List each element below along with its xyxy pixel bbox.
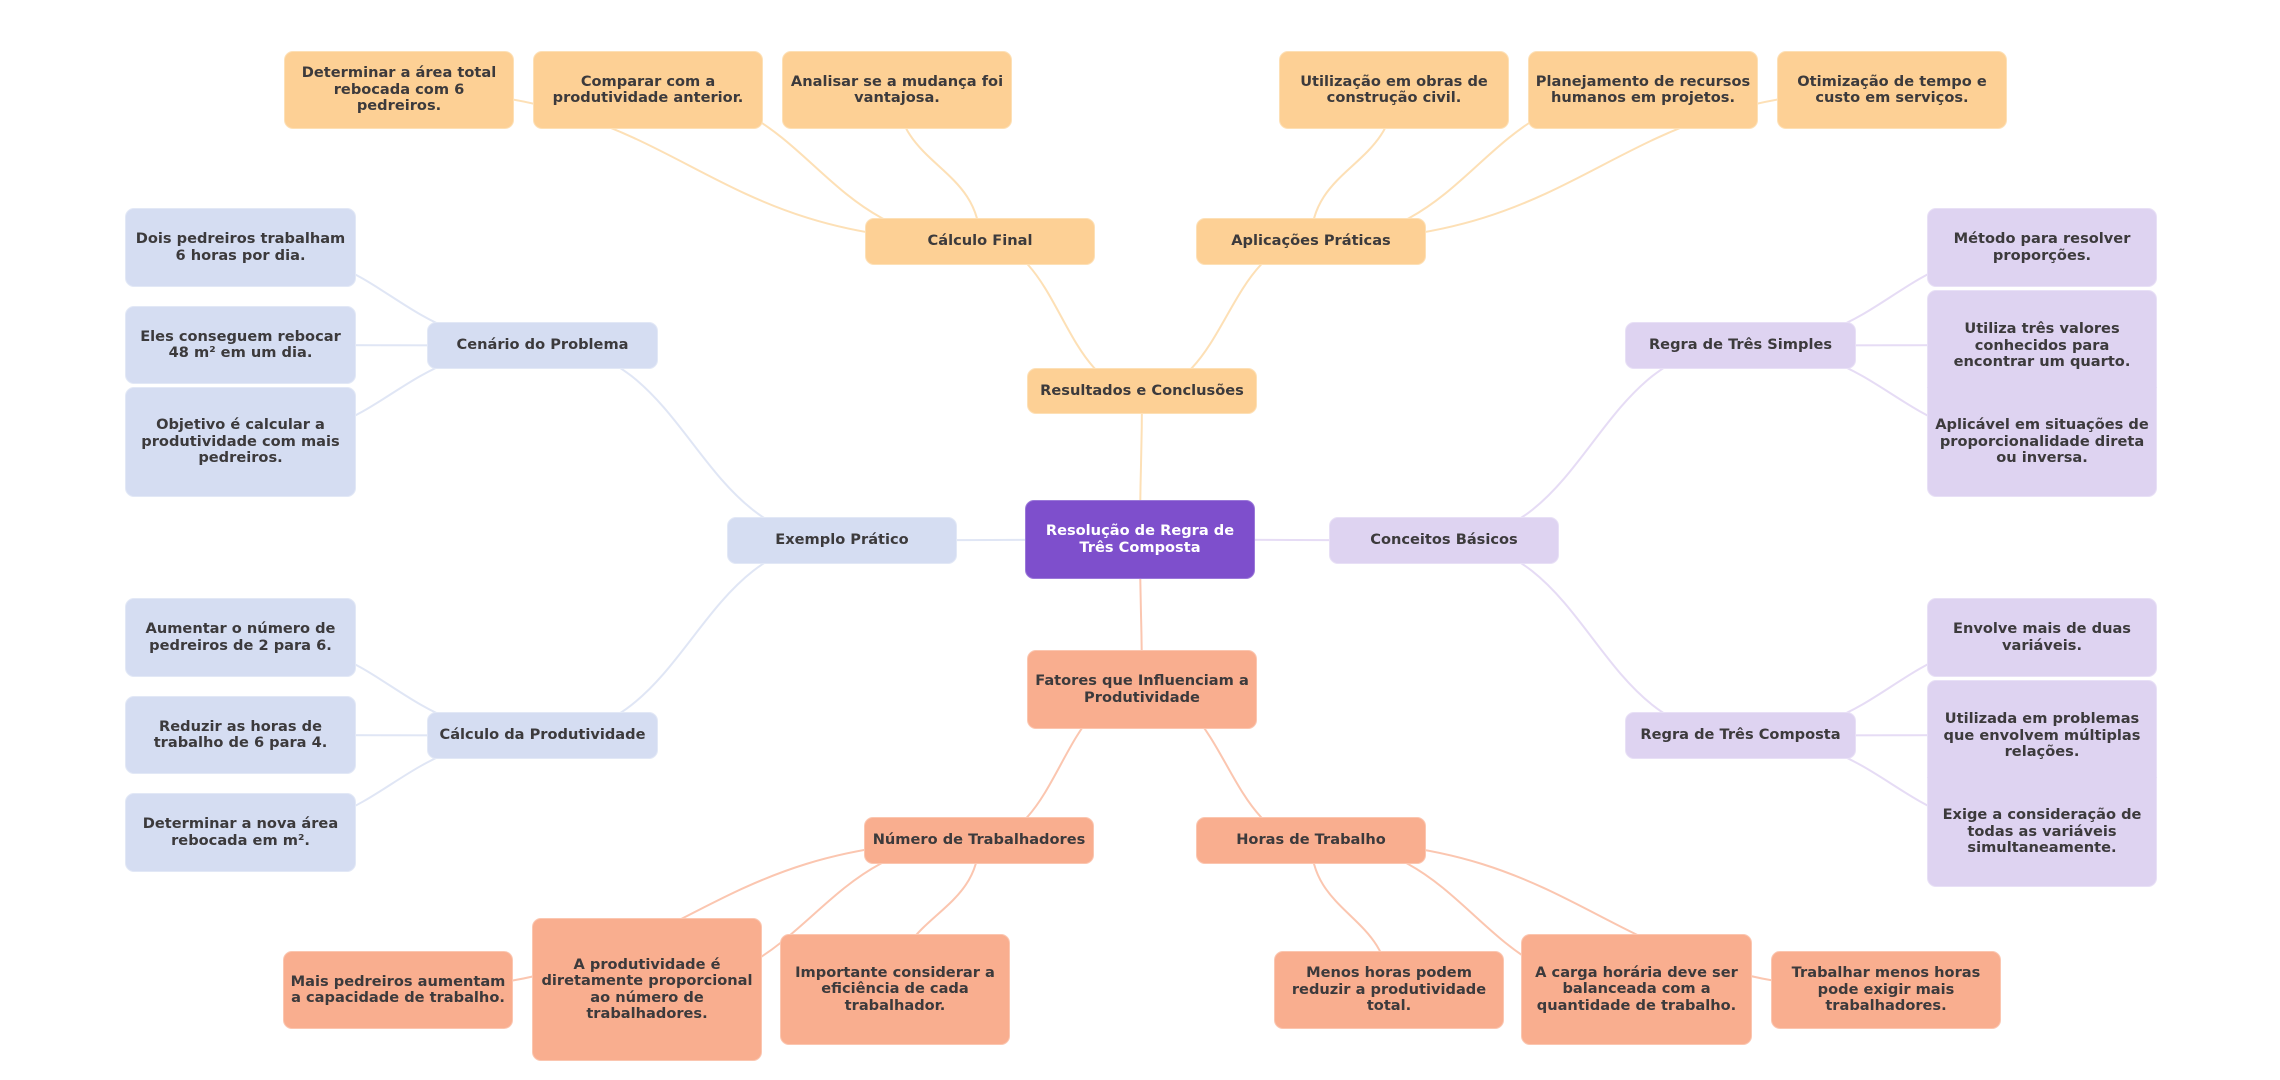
- branch-results[interactable]: Resultados e Conclusões: [1027, 368, 1257, 414]
- leaf-node[interactable]: Planejamento de recursos humanos em proj…: [1528, 51, 1758, 129]
- branch-conceitos-basicos[interactable]: Conceitos Básicos: [1329, 517, 1559, 564]
- branch-example-label: Exemplo Prático: [775, 531, 909, 549]
- subtopic-regra-de-tres-composta[interactable]: Regra de Três Composta: [1625, 712, 1856, 759]
- leaf-label: A produtividade é diretamente proporcion…: [541, 955, 753, 1022]
- branch-results-label: Resultados e Conclusões: [1040, 381, 1244, 399]
- leaf-label: Objetivo é calcular a produtividade com …: [141, 416, 340, 467]
- subtopic-label: Aplicações Práticas: [1231, 232, 1391, 250]
- leaf-label: Eles conseguem rebocar 48 m² em um dia.: [140, 327, 341, 361]
- leaf-node[interactable]: Utilização em obras de construção civil.: [1279, 51, 1509, 129]
- leaf-node[interactable]: Analisar se a mudança foi vantajosa.: [782, 51, 1012, 129]
- leaf-label: Determinar a área total rebocada com 6 p…: [301, 64, 497, 115]
- branch-concepts-label: Conceitos Básicos: [1370, 531, 1518, 549]
- leaf-node[interactable]: Mais pedreiros aumentam a capacidade de …: [283, 951, 513, 1029]
- subtopic-label: Regra de Três Composta: [1640, 726, 1841, 744]
- leaf-label: Otimização de tempo e custo em serviços.: [1797, 72, 1987, 106]
- subtopic-label: Horas de Trabalho: [1236, 831, 1386, 849]
- branch-fatores[interactable]: Fatores que Influenciam a Produtividade: [1027, 650, 1257, 729]
- leaf-label: Planejamento de recursos humanos em proj…: [1535, 72, 1751, 106]
- leaf-label: Utilizada em problemas que envolvem múlt…: [1943, 710, 2141, 760]
- subtopic-label: Cálculo Final: [927, 232, 1033, 250]
- leaf-label: Mais pedreiros aumentam a capacidade de …: [290, 972, 506, 1006]
- leaf-label: Utiliza três valores conhecidos para enc…: [1953, 320, 2131, 370]
- leaf-node[interactable]: Aplicável em situações de proporcionalid…: [1927, 387, 2157, 497]
- edge-concepts-compound: [1443, 539, 1741, 737]
- leaf-node[interactable]: Importante considerar a eficiência de ca…: [780, 934, 1010, 1045]
- leaf-label: Menos horas podem reduzir a produtividad…: [1291, 964, 1487, 1015]
- subtopic-regra-de-tres-simples[interactable]: Regra de Três Simples: [1625, 322, 1856, 369]
- leaf-label: Reduzir as horas de trabalho de 6 para 4…: [153, 717, 328, 751]
- subtopic-label: Número de Trabalhadores: [872, 831, 1086, 849]
- leaf-node[interactable]: Aumentar o número de pedreiros de 2 para…: [125, 598, 356, 677]
- subtopic-label: Regra de Três Simples: [1648, 336, 1833, 354]
- subtopic-cenario-do-problema[interactable]: Cenário do Problema: [427, 322, 658, 369]
- leaf-node[interactable]: Determinar a área total rebocada com 6 p…: [284, 51, 514, 129]
- leaf-label: Dois pedreiros trabalham 6 horas por dia…: [135, 230, 346, 264]
- leaf-node[interactable]: Eles conseguem rebocar 48 m² em um dia.: [125, 306, 356, 384]
- leaf-node[interactable]: Comparar com a produtividade anterior.: [533, 51, 763, 129]
- leaf-label: Importante considerar a eficiência de ca…: [795, 963, 995, 1014]
- leaf-node[interactable]: Método para resolver proporções.: [1927, 208, 2157, 287]
- edge-concepts-simple: [1443, 344, 1741, 542]
- edge-example-scenario: [542, 344, 843, 542]
- leaf-label: Envolve mais de duas variáveis.: [1952, 620, 2131, 654]
- leaf-node[interactable]: Otimização de tempo e custo em serviços.: [1777, 51, 2007, 129]
- leaf-node[interactable]: Menos horas podem reduzir a produtividad…: [1274, 951, 1504, 1029]
- leaf-node[interactable]: Reduzir as horas de trabalho de 6 para 4…: [125, 696, 356, 774]
- root-node-label: Resolução de Regra de Três Composta: [1045, 522, 1235, 556]
- leaf-label: Aumentar o número de pedreiros de 2 para…: [145, 620, 336, 654]
- subtopic-horas-de-trabalho[interactable]: Horas de Trabalho: [1196, 817, 1426, 864]
- leaf-node[interactable]: A carga horária deve ser balanceada com …: [1521, 934, 1752, 1045]
- leaf-label: Determinar a nova área rebocada em m².: [142, 815, 339, 849]
- branch-factors-label: Fatores que Influenciam a Produtividade: [1035, 672, 1249, 706]
- leaf-node[interactable]: Envolve mais de duas variáveis.: [1927, 598, 2157, 677]
- subtopic-calculo-da-produtividade[interactable]: Cálculo da Produtividade: [427, 712, 658, 759]
- root-node[interactable]: Resolução de Regra de Três Composta: [1025, 500, 1255, 579]
- leaf-label: Trabalhar menos horas pode exigir mais t…: [1791, 964, 1981, 1015]
- leaf-label: Método para resolver proporções.: [1953, 230, 2131, 264]
- edge-example-calc-prod: [542, 539, 843, 737]
- leaf-label: Exige a consideração de todas as variáve…: [1942, 806, 2142, 857]
- leaf-node[interactable]: Dois pedreiros trabalham 6 horas por dia…: [125, 208, 356, 287]
- subtopic-calculo-final[interactable]: Cálculo Final: [865, 218, 1095, 265]
- leaf-node[interactable]: Trabalhar menos horas pode exigir mais t…: [1771, 951, 2001, 1029]
- subtopic-label: Cálculo da Produtividade: [439, 726, 646, 744]
- subtopic-numero-de-trabalhadores[interactable]: Número de Trabalhadores: [864, 817, 1094, 864]
- leaf-label: Aplicável em situações de proporcionalid…: [1935, 416, 2149, 467]
- leaf-label: A carga horária deve ser balanceada com …: [1535, 963, 1738, 1014]
- leaf-node[interactable]: Exige a consideração de todas as variáve…: [1927, 777, 2157, 887]
- leaf-node[interactable]: Objetivo é calcular a produtividade com …: [125, 387, 356, 497]
- branch-exemplo-pratico[interactable]: Exemplo Prático: [727, 517, 957, 564]
- leaf-label: Utilização em obras de construção civil.: [1300, 72, 1488, 106]
- subtopic-label: Cenário do Problema: [456, 336, 629, 354]
- subtopic-aplicacoes-praticas[interactable]: Aplicações Práticas: [1196, 218, 1426, 265]
- leaf-node[interactable]: Utiliza três valores conhecidos para enc…: [1927, 290, 2157, 400]
- leaf-node[interactable]: Determinar a nova área rebocada em m².: [125, 793, 356, 872]
- leaf-label: Analisar se a mudança foi vantajosa.: [790, 72, 1004, 106]
- leaf-node[interactable]: Utilizada em problemas que envolvem múlt…: [1927, 680, 2157, 790]
- leaf-node[interactable]: A produtividade é diretamente proporcion…: [532, 918, 762, 1061]
- leaf-label: Comparar com a produtividade anterior.: [552, 72, 744, 106]
